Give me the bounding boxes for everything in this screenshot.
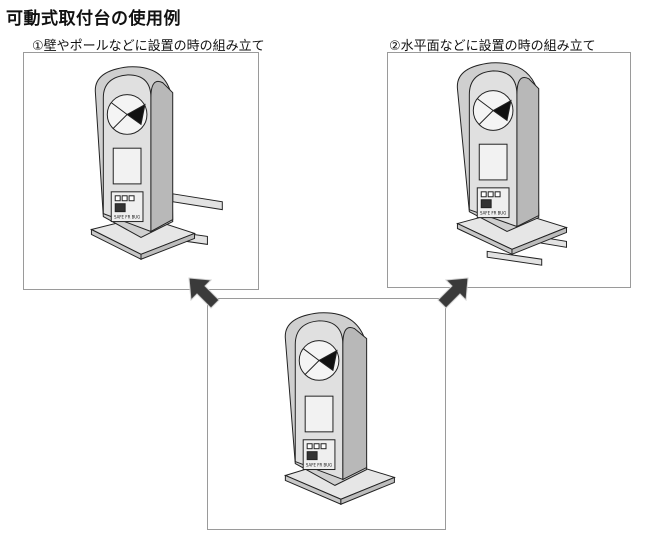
page-title: 可動式取付台の使用例 (6, 9, 181, 29)
panel-wall-mount: SAFE FR BUG (23, 52, 259, 290)
device-logo: SAFE FR BUG (480, 211, 506, 216)
device-illustration-base: SAFE FR BUG (283, 312, 396, 505)
caption-wall-mount: ①壁やポールなどに設置の時の組み立て (32, 39, 265, 54)
panel-horizontal-mount: SAFE FR BUG (387, 52, 631, 288)
device-illustration-horizontal: SAFE FR BUG (456, 62, 568, 266)
panel-base-unit: SAFE FR BUG (207, 298, 446, 530)
device-logo: SAFE FR BUG (114, 215, 140, 220)
arrow-up-right-icon (437, 277, 469, 309)
caption-horizontal-mount: ②水平面などに設置の時の組み立て (389, 39, 596, 54)
arrow-up-left-icon (188, 277, 220, 309)
device-illustration-wall: SAFE FR BUG (90, 66, 223, 261)
device-logo: SAFE FR BUG (306, 463, 332, 468)
